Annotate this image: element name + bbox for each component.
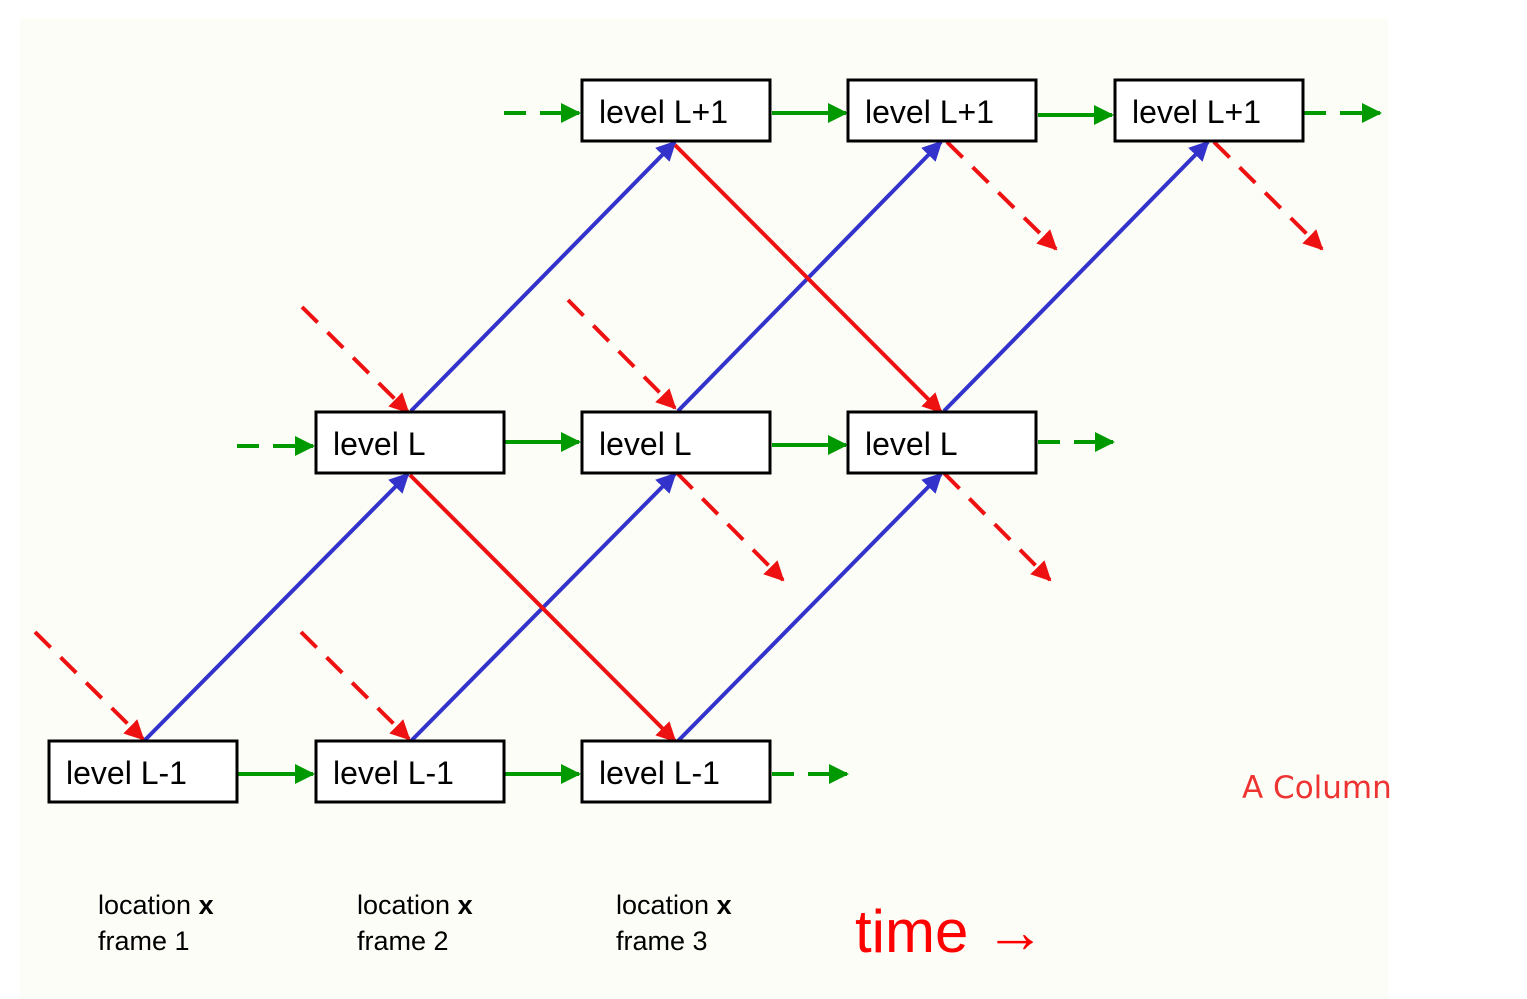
downward-solid-arrows (408, 143, 943, 743)
level-box-label: level L (333, 426, 426, 462)
caption-location-text: location (616, 890, 710, 920)
level-box-bottom-1: level L-1 (47, 739, 239, 804)
frame-caption-1: location x frame 1 (98, 887, 214, 959)
level-box-middle-1: level L (314, 410, 506, 475)
time-label: time → (855, 896, 1045, 968)
diagram-background (20, 18, 1388, 999)
lateral-dashed-arrows (237, 103, 1382, 784)
upward-arrow (409, 140, 677, 413)
downward-arrow (673, 143, 943, 414)
level-box-top-3: level L+1 (1113, 78, 1305, 143)
time-arrow-icon: → (985, 898, 1046, 965)
level-box-label: level L+1 (1132, 94, 1261, 130)
level-box-label: level L (599, 426, 692, 462)
level-box-label: level L-1 (599, 755, 720, 791)
level-box-label: level L (865, 426, 958, 462)
column-label: A Column (1242, 770, 1392, 806)
caption-frame-text: frame 1 (98, 926, 190, 956)
downward-dashed-arrow (942, 471, 1052, 582)
upward-arrow (676, 140, 943, 413)
frame-caption-2: location x frame 2 (357, 887, 473, 959)
level-box-middle-3: level L (846, 410, 1038, 475)
level-box-label: level L-1 (66, 755, 187, 791)
time-label-text: time (855, 898, 969, 965)
level-box-top-1: level L+1 (580, 78, 772, 143)
level-box-label: level L-1 (333, 755, 454, 791)
caption-location-variable: x (716, 890, 732, 920)
caption-frame-text: frame 3 (616, 926, 708, 956)
downward-dashed-arrow (675, 471, 785, 582)
caption-location-text: location (98, 890, 192, 920)
downward-dashed-arrows (33, 140, 1324, 741)
downward-dashed-arrow (1212, 140, 1324, 251)
upward-arrow (942, 140, 1210, 413)
level-box-label: level L+1 (865, 94, 994, 130)
upward-arrow (142, 472, 410, 743)
lateral-solid-arrows (238, 103, 1114, 784)
downward-dashed-arrow (299, 630, 411, 741)
caption-location-text: location (357, 890, 451, 920)
frame-caption-3: location x frame 3 (616, 887, 732, 959)
level-box-bottom-2: level L-1 (314, 739, 506, 804)
level-box-middle-2: level L (580, 410, 772, 475)
downward-arrow (408, 473, 677, 743)
upward-arrow (676, 472, 943, 743)
downward-dashed-arrow (33, 630, 145, 741)
level-box-bottom-3: level L-1 (580, 739, 772, 804)
downward-dashed-arrow (300, 305, 410, 414)
caption-location-variable: x (457, 890, 473, 920)
level-box-top-2: level L+1 (846, 78, 1038, 143)
caption-frame-text: frame 2 (357, 926, 449, 956)
caption-location-variable: x (198, 890, 214, 920)
level-box-label: level L+1 (599, 94, 728, 130)
downward-dashed-arrow (566, 298, 677, 410)
downward-dashed-arrow (945, 140, 1058, 251)
